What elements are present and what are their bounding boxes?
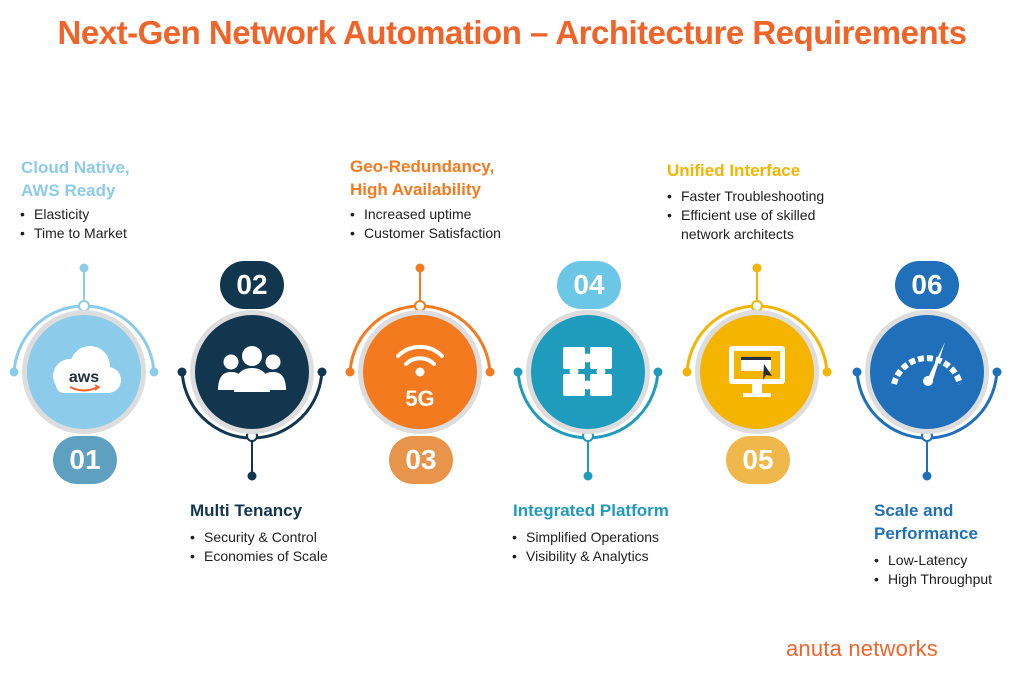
stage-01-number: 01: [69, 444, 101, 475]
bullet-item: Low-Latency: [874, 551, 992, 570]
bullet-item: Efficient use of skilled network archite…: [667, 206, 857, 244]
stage-02-graphic: [177, 261, 327, 481]
stage-03-graphic: 5G: [345, 263, 495, 484]
stage-03-number: 03: [405, 444, 437, 475]
stage-02-number-pill: [220, 261, 284, 309]
stage-02-heading-line: Multi Tenancy: [190, 501, 303, 520]
stage-01-bullets: Elasticity Time to Market: [20, 205, 127, 243]
page-title: Next-Gen Network Automation – Architectu…: [57, 14, 967, 51]
stage-05-heading-line: Unified Interface: [667, 161, 801, 180]
stage-04-number-pill: [557, 261, 621, 309]
stage-06-heading: Scale and Performance: [874, 499, 978, 545]
speedometer-icon: [891, 342, 963, 386]
bullet-item: Increased uptime: [350, 205, 501, 224]
stage-05-number-pill: [726, 436, 790, 484]
stage-06-bullets: Low-Latency High Throughput: [874, 551, 992, 589]
5g-signal-icon: 5G: [396, 344, 444, 411]
bullet-item: Simplified Operations: [512, 528, 659, 547]
stage-03-heading-line: Geo-Redundancy,: [350, 157, 495, 176]
stage-06-number: 06: [911, 269, 943, 300]
stage-01-heading-line: Cloud Native,: [21, 158, 130, 177]
stage-04-number: 04: [573, 269, 605, 300]
aws-cloud-icon: aws: [53, 346, 121, 393]
stage-01-heading: Cloud Native, AWS Ready: [21, 156, 130, 202]
stage-04-heading-line: Integrated Platform: [513, 501, 669, 520]
stage-06-heading-line: Performance: [874, 524, 978, 543]
stage-04-graphic: [513, 261, 663, 481]
bullet-item: Elasticity: [20, 205, 127, 224]
stage-03-heading-line: High Availability: [350, 180, 481, 199]
users-icon: [218, 346, 286, 392]
bullet-item: Customer Satisfaction: [350, 224, 501, 243]
stage-06-heading-line: Scale and: [874, 501, 954, 520]
stage-05-graphic: [682, 263, 832, 484]
svg-text:aws: aws: [69, 369, 99, 386]
stage-06-graphic: [852, 261, 1002, 481]
bullet-item: Economies of Scale: [190, 547, 328, 566]
stage-05-number: 05: [742, 444, 774, 475]
bullet-item: Visibility & Analytics: [512, 547, 659, 566]
stage-02-bullets: Security & Control Economies of Scale: [190, 528, 328, 566]
stage-04-circle: [531, 315, 645, 429]
stage-04-bullets: Simplified Operations Visibility & Analy…: [512, 528, 659, 566]
stage-01-graphic: aws: [9, 263, 159, 484]
stage-03-heading: Geo-Redundancy, High Availability: [350, 155, 494, 201]
stage-06-circle: [870, 315, 984, 429]
stage-01-number-pill: [53, 436, 117, 484]
stage-02-number: 02: [236, 269, 268, 300]
stage-03-number-pill: [389, 436, 453, 484]
puzzle-icon: [563, 347, 612, 396]
stage-03-bullets: Increased uptime Customer Satisfaction: [350, 205, 501, 243]
stage-05-heading: Unified Interface: [667, 159, 800, 182]
svg-text:5G: 5G: [405, 386, 434, 411]
bullet-item: Faster Troubleshooting: [667, 187, 857, 206]
bullet-item: Time to Market: [20, 224, 127, 243]
bullet-item: Security & Control: [190, 528, 328, 547]
stage-01-heading-line: AWS Ready: [21, 181, 116, 200]
stage-04-heading: Integrated Platform: [513, 499, 669, 522]
stage-05-bullets: Faster Troubleshooting Efficient use of …: [667, 187, 857, 244]
stage-06-number-pill: [895, 261, 959, 309]
bullet-item: High Throughput: [874, 570, 992, 589]
monitor-icon: [729, 346, 785, 397]
anuta-networks-logo: anuta networks: [786, 636, 938, 661]
stage-02-heading: Multi Tenancy: [190, 499, 302, 522]
